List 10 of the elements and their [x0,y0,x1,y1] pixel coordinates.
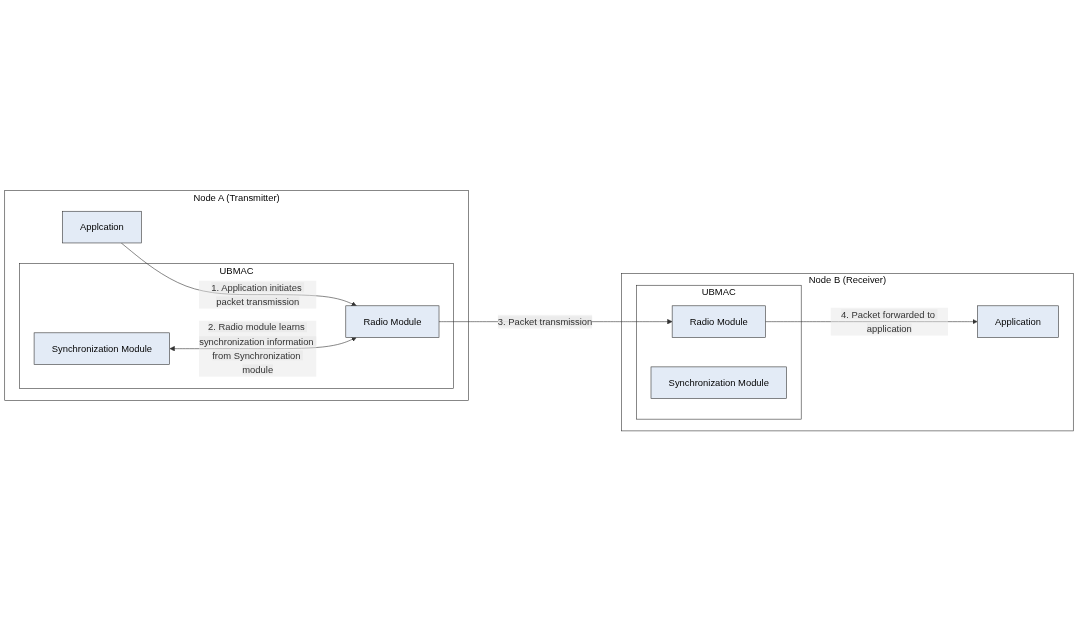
node-box: Synchronization Module [33,332,170,366]
edge-label: 4. Packet forwarded to application [840,309,935,334]
edge-label: 1. Application initiates packet transmission [211,282,302,307]
node-box: Radio Module [671,305,766,338]
node-box: Radio Module [345,305,440,338]
edge-label: 2. Radio module learns synchronization information from Synchronization module [199,322,314,375]
edge-label: 3. Packet transmission [497,316,593,327]
node-box: Applcation [62,211,142,244]
node-box: Synchronization Module [650,366,787,400]
node-box: Application [977,305,1059,338]
